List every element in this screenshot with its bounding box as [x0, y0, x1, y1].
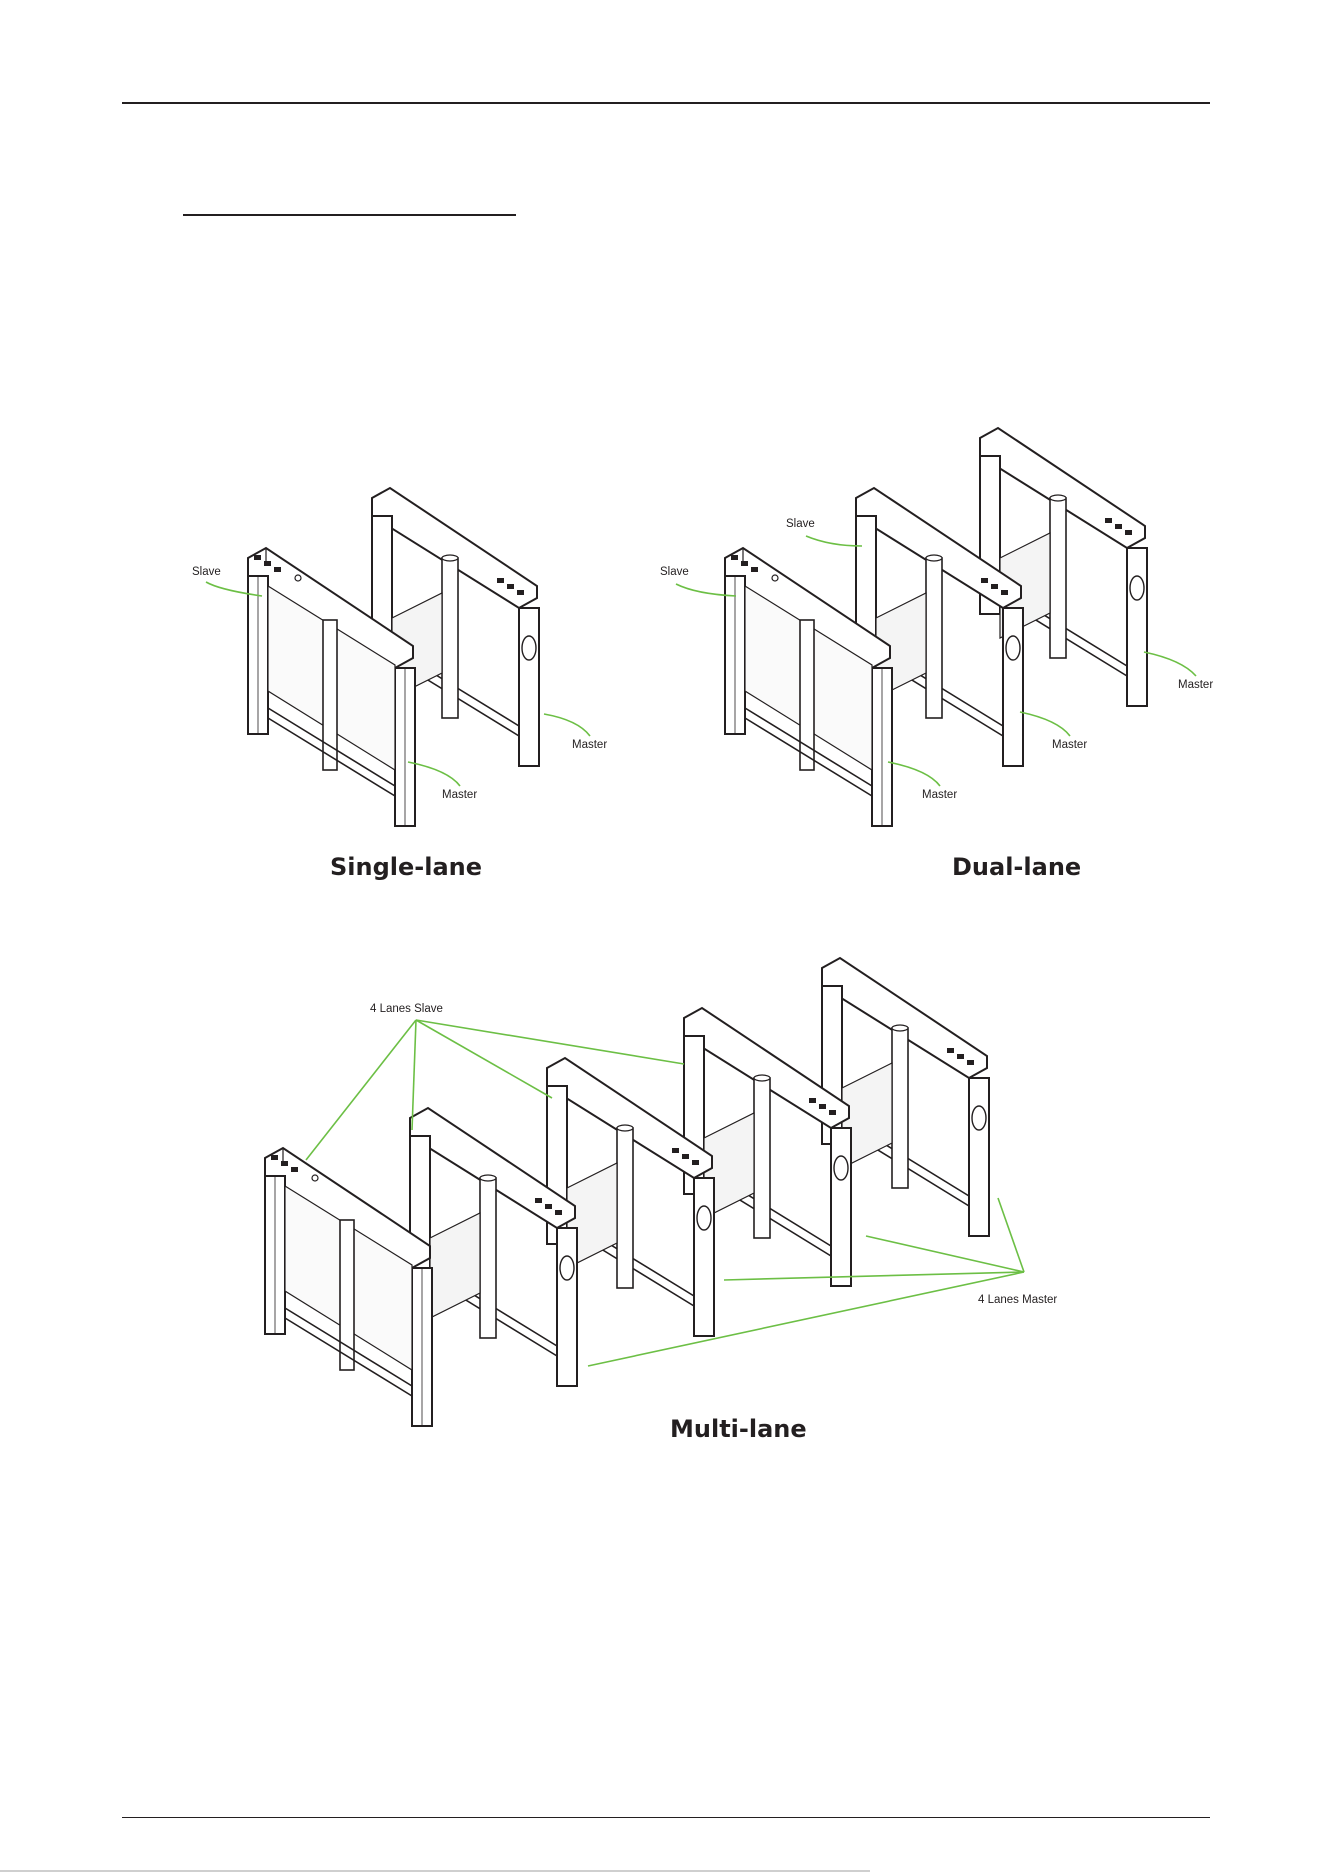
single-lane-master-label-front: Master — [442, 789, 477, 801]
dual-lane-master-leader-rear — [1144, 652, 1196, 676]
footer-rule — [122, 1817, 1210, 1818]
multi-lane-figure — [265, 958, 989, 1426]
dual-lane-master-leader-middle — [1020, 712, 1070, 736]
multi-lane-caption: Multi-lane — [670, 1415, 807, 1443]
single-lane-master-leader-right — [544, 714, 590, 736]
multi-lane-slave-label: 4 Lanes Slave — [370, 1003, 443, 1015]
single-lane-master-label-right: Master — [572, 739, 607, 751]
dual-lane-master-label-front: Master — [922, 789, 957, 801]
single-lane-caption: Single-lane — [330, 853, 482, 881]
dual-lane-caption: Dual-lane — [952, 853, 1081, 881]
single-lane-slave-label: Slave — [192, 566, 221, 578]
dual-lane-figure — [725, 428, 1147, 826]
single-lane-figure — [248, 488, 539, 826]
dual-lane-master-label-rear: Master — [1178, 679, 1213, 691]
dual-lane-slave-leader-rear — [806, 536, 862, 546]
dual-lane-master-leader-front — [888, 762, 940, 786]
dual-lane-slave-label-rear: Slave — [786, 518, 815, 530]
dual-lane-master-label-middle: Master — [1052, 739, 1087, 751]
dual-lane-slave-label-front: Slave — [660, 566, 689, 578]
multi-lane-master-label: 4 Lanes Master — [978, 1294, 1057, 1306]
